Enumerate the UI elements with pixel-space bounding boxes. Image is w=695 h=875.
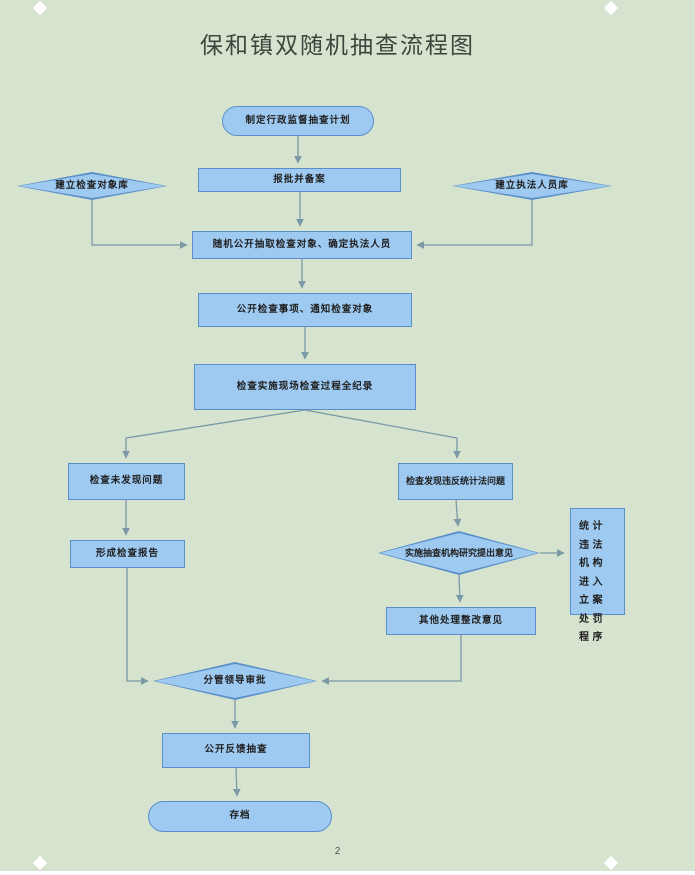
flow-node-archive: 存档	[148, 801, 332, 832]
flow-node-label: 报批并备案	[273, 173, 326, 185]
flow-node-label: 统计违法机构进入立案处罚程序	[579, 521, 606, 643]
flow-node-label: 形成检查报告	[95, 547, 159, 559]
flow-node-leader-approval: 分管领导审批	[153, 662, 317, 700]
flow-node-label: 实施抽查机构研究提出意见	[404, 547, 513, 558]
flow-node-label: 分管领导审批	[203, 674, 267, 686]
flow-node-label: 建立执法人员库	[495, 179, 569, 191]
flow-node-form-report: 形成检查报告	[70, 540, 185, 568]
flow-node-other-rectification: 其他处理整改意见	[386, 607, 536, 635]
flow-node-label: 公开反馈抽查	[204, 744, 268, 756]
flow-node-public-feedback: 公开反馈抽查	[162, 733, 310, 768]
flow-node-problem-found: 检查发现违反统计法问题	[398, 463, 513, 500]
flow-node-label: 其他处理整改意见	[418, 614, 503, 626]
flow-node-plan: 制定行政监督抽查计划	[222, 106, 374, 136]
flow-node-law-enforcer-db: 建立执法人员库	[452, 172, 612, 200]
flow-node-label: 检查发现违反统计法问题	[405, 476, 505, 487]
flow-node-label: 存档	[229, 810, 251, 822]
flow-node-label: 随机公开抽取检查对象、确定执法人员	[212, 238, 392, 250]
flow-node-no-problem-found: 检查未发现问题	[68, 463, 185, 500]
page-title: 保和镇双随机抽查流程图	[200, 33, 475, 58]
flow-node-label: 检查未发现问题	[89, 475, 164, 487]
flow-node-inspection-object-db: 建立检查对象库	[17, 172, 167, 200]
flow-node-case-punishment: 统计违法机构进入立案处罚程序	[570, 508, 625, 643]
flow-node-label: 建立检查对象库	[55, 179, 129, 191]
flow-node-label: 制定行政监督抽查计划	[245, 114, 351, 126]
flow-node-label: 检查实施现场检查过程全纪录	[236, 380, 374, 392]
flow-node-label: 公开检查事项、通知检查对象	[236, 303, 374, 315]
flow-node-publicize-notify: 公开检查事项、通知检查对象	[198, 293, 412, 327]
page-number: 2	[334, 846, 341, 857]
flow-node-random-selection: 随机公开抽取检查对象、确定执法人员	[192, 231, 412, 259]
flow-node-implementation-record: 检查实施现场检查过程全纪录	[194, 364, 416, 410]
flow-node-agency-opinion: 实施抽查机构研究提出意见	[378, 531, 540, 575]
flow-node-report-filing: 报批并备案	[198, 168, 401, 192]
